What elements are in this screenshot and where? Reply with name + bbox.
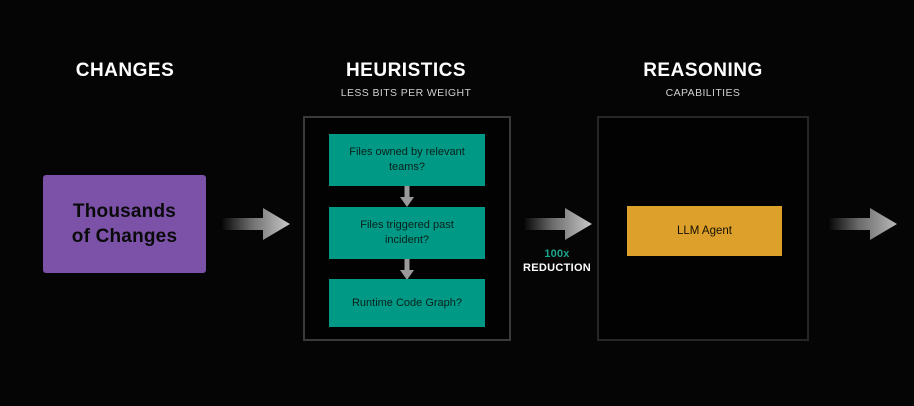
thousands-of-changes-line2: of Changes: [71, 226, 178, 247]
column-title-reasoning: REASONING: [643, 60, 763, 81]
column-subtitle-reasoning: CAPABILITIES: [665, 87, 741, 99]
heuristic-step-3-box: Runtime Code Graph?: [329, 279, 485, 327]
reduction-multiplier: 100x: [544, 248, 570, 260]
reasoning-container: LLM Agent: [597, 116, 809, 341]
reduction-word: REDUCTION: [522, 262, 592, 274]
heuristic-step-1-box: Files owned by relevant teams?: [329, 134, 485, 186]
arrow-heuristics-to-reasoning-icon: [522, 208, 592, 240]
llm-agent-box: LLM Agent: [627, 206, 782, 256]
thousands-of-changes-label: Thousands of Changes: [72, 199, 177, 249]
heuristic-step-1-label: Files owned by relevant teams?: [349, 146, 465, 173]
column-heading-heuristics: HEURISTICS LESS BITS PER WEIGHT: [316, 60, 496, 100]
reduction-caption: 100x REDUCTION: [512, 247, 602, 275]
column-subtitle-heuristics: LESS BITS PER WEIGHT: [340, 87, 472, 99]
connector-step2-to-step3-icon: [400, 259, 414, 280]
arrow-changes-to-heuristics-icon: [220, 208, 290, 240]
column-title-heuristics: HEURISTICS: [345, 60, 467, 81]
heuristic-step-2-label: Files triggered past incident?: [360, 219, 454, 246]
heuristics-container: Files owned by relevant teams? Files tri…: [303, 116, 511, 341]
column-heading-changes: CHANGES: [35, 60, 215, 82]
column-heading-reasoning: REASONING CAPABILITIES: [613, 60, 793, 100]
llm-agent-label: LLM Agent: [677, 224, 732, 237]
thousands-of-changes-box: Thousands of Changes: [43, 175, 206, 273]
connector-step1-to-step2-icon: [400, 186, 414, 207]
arrow-reasoning-output-icon: [827, 208, 897, 240]
thousands-of-changes-line1: Thousands: [72, 201, 177, 222]
heuristic-step-3-label: Runtime Code Graph?: [351, 296, 463, 309]
column-title-changes: CHANGES: [75, 60, 175, 81]
heuristic-step-2-box: Files triggered past incident?: [329, 207, 485, 259]
